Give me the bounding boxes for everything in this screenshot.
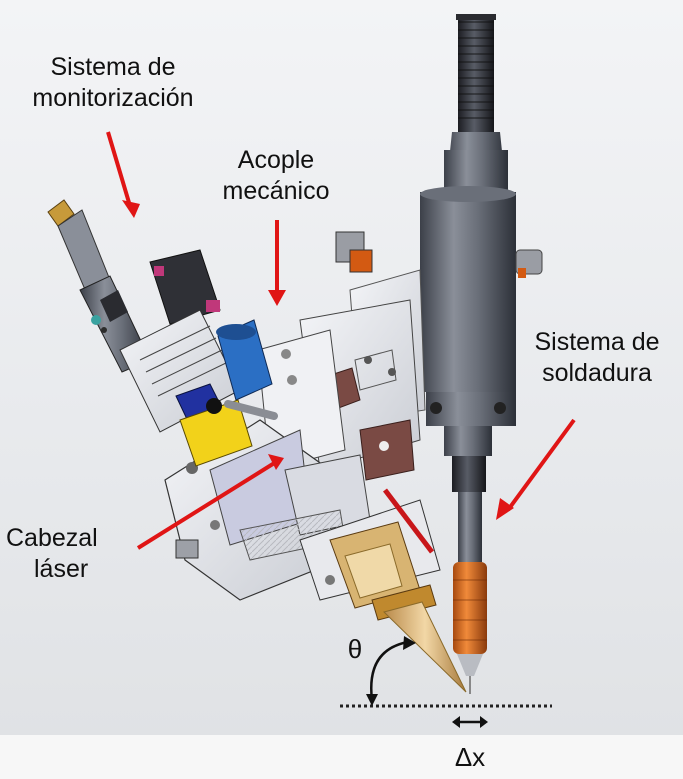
- label-welding-line1: Sistema de: [534, 328, 660, 356]
- label-monitoring-line2: monitorización: [32, 84, 194, 112]
- bottom-band: [0, 735, 683, 779]
- label-offset: Δx: [454, 742, 486, 772]
- label-coupling: Acople mecánico: [206, 145, 346, 207]
- label-monitoring: Sistema de monitorización: [28, 52, 198, 114]
- torch-hose: [458, 14, 494, 132]
- welding-torch: [420, 14, 543, 694]
- label-monitoring-line1: Sistema de: [50, 53, 176, 81]
- label-welding: Sistema de soldadura: [522, 327, 672, 389]
- label-angle: θ: [347, 634, 363, 664]
- label-laser-line2: láser: [34, 555, 89, 583]
- arrow-welding: [506, 418, 576, 512]
- label-laser: Cabezal láser: [6, 523, 132, 585]
- pointer-arrows: [106, 131, 576, 550]
- torch-nozzle: [453, 562, 487, 654]
- angle-arc: [370, 640, 409, 701]
- annotations: [340, 636, 552, 728]
- arrow-monitoring: [106, 131, 132, 207]
- torch-body: [420, 192, 516, 392]
- laser-cone: [383, 601, 467, 693]
- monitoring-system: [47, 199, 278, 467]
- label-coupling-line2: mecánico: [222, 177, 330, 205]
- laser-head: [164, 419, 467, 693]
- label-laser-line1: Cabezal: [6, 524, 98, 552]
- arrow-laser: [136, 460, 278, 550]
- label-coupling-line1: Acople: [237, 146, 315, 174]
- label-welding-line2: soldadura: [542, 359, 652, 387]
